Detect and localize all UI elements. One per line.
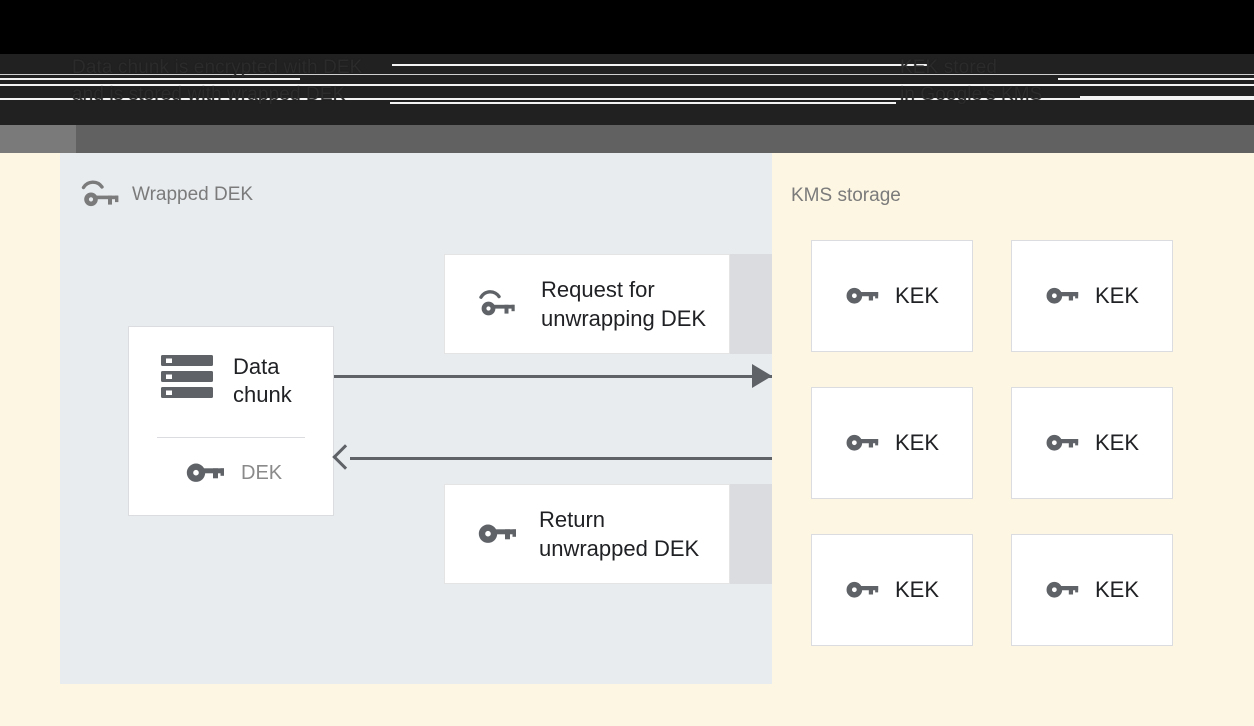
return-unwrapped-dek-card[interactable]: Return unwrapped DEK	[444, 484, 730, 584]
key-icon	[845, 284, 879, 308]
arrow-to-kms-head-icon	[752, 364, 772, 388]
kek-card[interactable]: KEK	[1011, 240, 1173, 352]
arrow-from-kms-line	[350, 457, 772, 460]
server-icon	[159, 353, 215, 401]
data-chunk-divider	[157, 437, 305, 438]
kek-card-grid: KEK KEK KEK	[811, 240, 1173, 646]
wrapped-key-icon	[477, 289, 519, 319]
header-rule-5	[0, 84, 1254, 86]
request-card-label: Request for unwrapping DEK	[541, 277, 707, 331]
header-rule-3	[0, 78, 300, 80]
header-band-black	[0, 0, 1254, 54]
header-rule-2	[0, 74, 1254, 75]
header-region: Data chunk is encrypted with DEK and is …	[0, 0, 1254, 153]
data-chunk-row: Data chunk	[159, 353, 292, 409]
key-icon	[1045, 578, 1079, 602]
kms-storage-panel-title: KMS storage	[791, 185, 901, 206]
kek-card[interactable]: KEK	[811, 387, 973, 499]
header-rule-7	[390, 102, 896, 104]
header-rule-6	[0, 98, 1254, 100]
kek-card[interactable]: KEK	[1011, 387, 1173, 499]
key-icon	[845, 578, 879, 602]
header-rule-4	[1058, 78, 1254, 80]
key-icon	[185, 459, 225, 487]
dek-label: DEK	[241, 462, 283, 484]
kek-card-label: KEK	[1094, 577, 1140, 602]
header-band-gray-notch	[0, 125, 76, 153]
wrapped-key-icon	[78, 180, 122, 210]
header-rule-1	[392, 64, 928, 66]
key-icon	[477, 520, 517, 548]
key-icon	[1045, 431, 1079, 455]
key-icon	[1045, 284, 1079, 308]
return-card-label: Return unwrapped DEK	[539, 507, 700, 561]
kek-card[interactable]: KEK	[811, 534, 973, 646]
header-band-gray	[0, 125, 1254, 153]
arrow-to-kms-line	[334, 375, 772, 378]
kek-card-label: KEK	[1094, 283, 1140, 308]
dek-row: DEK	[185, 459, 282, 487]
kek-card[interactable]: KEK	[1011, 534, 1173, 646]
kek-card-label: KEK	[894, 430, 940, 455]
header-rule-8	[1080, 96, 1254, 98]
wrapped-dek-panel-title: Wrapped DEK	[132, 184, 254, 205]
data-chunk-label: Data chunk	[233, 354, 292, 407]
key-icon	[845, 431, 879, 455]
data-chunk-card[interactable]: Data chunk DEK	[128, 326, 334, 516]
header-caption-right: KEK stored in Google's KMS	[900, 57, 1043, 105]
request-for-unwrapping-dek-card[interactable]: Request for unwrapping DEK	[444, 254, 730, 354]
kek-card-label: KEK	[894, 577, 940, 602]
kek-card-label: KEK	[1094, 430, 1140, 455]
kek-card-label: KEK	[894, 283, 940, 308]
kek-card[interactable]: KEK	[811, 240, 973, 352]
header-caption-left: Data chunk is encrypted with DEK and is …	[72, 57, 363, 105]
